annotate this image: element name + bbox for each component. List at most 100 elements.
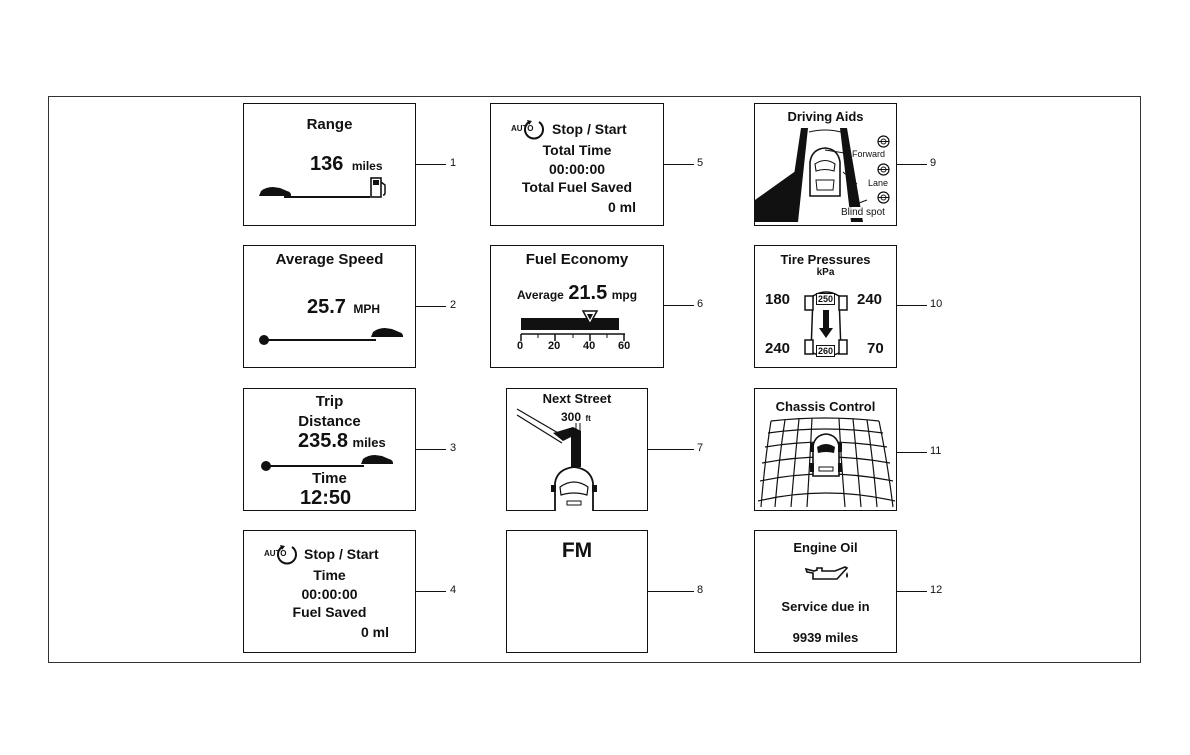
gauge-pointer bbox=[581, 310, 599, 326]
range-unit: miles bbox=[351, 159, 383, 173]
panel-chassis-control: Chassis Control bbox=[754, 388, 897, 511]
panel-title: FM bbox=[561, 539, 593, 562]
stop-start-fuel-label: Fuel Saved bbox=[292, 604, 367, 620]
auto-stop-start-icon: AUTO bbox=[264, 545, 297, 565]
scale-label: 20 bbox=[548, 340, 561, 352]
panel-fm: FM bbox=[506, 530, 648, 653]
panel-title: Fuel Economy bbox=[525, 251, 629, 268]
panel-title: Tire Pressures bbox=[780, 252, 871, 267]
fuel-economy-prefix: Average bbox=[516, 288, 564, 302]
panel-title: Average Speed bbox=[275, 251, 384, 268]
tire-pressure-unit: kPa bbox=[816, 267, 835, 278]
tire-front-left: 180 bbox=[765, 291, 791, 308]
panel-title: Stop / Start bbox=[304, 546, 379, 562]
trip-distance-label: Distance bbox=[298, 413, 361, 430]
fuel-economy-gauge bbox=[521, 318, 619, 330]
aid-label-forward: Forward bbox=[852, 149, 886, 159]
callout-number: 4 bbox=[450, 584, 457, 596]
trip-time-value: 12:50 bbox=[300, 487, 352, 509]
scale-label: 40 bbox=[583, 340, 596, 352]
callout-number: 6 bbox=[697, 298, 704, 310]
aid-label-blind-spot: Blind spot bbox=[841, 207, 885, 218]
panel-title: Trip bbox=[315, 393, 344, 410]
car-icon bbox=[371, 328, 403, 337]
car-top-view-icon bbox=[804, 291, 848, 357]
panel-average-speed: Average Speed 25.7 MPH bbox=[243, 245, 416, 368]
tire-rear-right: 70 bbox=[867, 340, 884, 357]
scale-label: 0 bbox=[517, 340, 524, 352]
callout-leaders bbox=[824, 149, 868, 207]
distance-unit: ft bbox=[585, 414, 591, 423]
auto-stop-start-icon: AUTO bbox=[511, 120, 544, 140]
car-icon bbox=[810, 433, 842, 477]
callout-number: 12 bbox=[930, 584, 943, 596]
panel-driving-aids: Driving Aids Forward Lane Blind spot bbox=[754, 103, 897, 226]
callout-number: 3 bbox=[450, 442, 457, 454]
trip-distance-value: 235.8 bbox=[298, 430, 349, 452]
panel-title: Stop / Start bbox=[552, 121, 627, 137]
total-fuel-value: 0 ml bbox=[607, 199, 636, 215]
car-icon bbox=[809, 147, 841, 197]
stop-start-time-value: 00:00:00 bbox=[301, 586, 358, 602]
total-time-value: 00:00:00 bbox=[548, 161, 606, 177]
oil-service-value: 9939 miles bbox=[792, 630, 859, 645]
tire-rear-left: 240 bbox=[765, 340, 791, 357]
steering-icon bbox=[877, 163, 890, 176]
callout-number: 1 bbox=[450, 157, 457, 169]
steering-icon bbox=[877, 135, 890, 148]
tire-front-right: 240 bbox=[857, 291, 883, 308]
panel-title: Next Street bbox=[542, 391, 612, 406]
trip-distance-unit: miles bbox=[352, 435, 386, 450]
car-icon bbox=[361, 455, 393, 464]
scale-label: 60 bbox=[618, 340, 631, 352]
steering-icon bbox=[877, 191, 890, 204]
callout-number: 5 bbox=[697, 157, 704, 169]
car-icon bbox=[551, 466, 597, 511]
gauge-scale bbox=[520, 333, 625, 341]
panel-stop-start: AUTO Stop / Start Time 00:00:00 Fuel Sav… bbox=[243, 530, 416, 653]
car-icon bbox=[259, 187, 291, 196]
callout-number: 11 bbox=[930, 445, 942, 457]
diagram-frame bbox=[48, 96, 1141, 663]
panel-title: Engine Oil bbox=[793, 540, 858, 555]
aid-label-lane: Lane bbox=[868, 178, 889, 188]
chassis-grid bbox=[757, 417, 896, 508]
callout-number: 10 bbox=[930, 298, 943, 310]
navigation-arrow bbox=[516, 408, 581, 467]
trip-time-label: Time bbox=[312, 470, 347, 487]
panel-trip: Trip Distance 235.8 miles Time 12:50 bbox=[243, 388, 416, 511]
callout-number: 7 bbox=[697, 442, 704, 454]
auto-badge: AUTO bbox=[264, 549, 287, 558]
stop-start-time-label: Time bbox=[313, 567, 346, 583]
auto-badge: AUTO bbox=[511, 124, 534, 133]
callout-number: 2 bbox=[450, 299, 457, 311]
fuel-economy-unit: mpg bbox=[611, 288, 638, 302]
oil-can-icon bbox=[804, 566, 849, 580]
road-lanes bbox=[755, 128, 863, 222]
total-fuel-label: Total Fuel Saved bbox=[521, 179, 633, 195]
callout-number: 9 bbox=[930, 157, 937, 169]
panel-title: Chassis Control bbox=[775, 399, 876, 414]
fuel-economy-value: 21.5 bbox=[568, 282, 608, 304]
speed-unit: MPH bbox=[353, 302, 381, 316]
panel-title: Driving Aids bbox=[787, 109, 864, 124]
fuel-pump-icon bbox=[370, 177, 386, 198]
panel-stop-start-totals: AUTO Stop / Start Total Time 00:00:00 To… bbox=[490, 103, 664, 226]
panel-next-street: Next Street 300 ft bbox=[506, 388, 648, 511]
total-time-label: Total Time bbox=[542, 142, 612, 158]
range-value: 136 bbox=[310, 153, 344, 175]
panel-fuel-economy: Fuel Economy Average 21.5 mpg 0 20 40 60 bbox=[490, 245, 664, 368]
range-bar bbox=[284, 196, 370, 198]
tire-front-spare: 250 bbox=[816, 293, 836, 305]
callout-number: 8 bbox=[697, 584, 704, 596]
panel-engine-oil: Engine Oil Service due in 9939 miles bbox=[754, 530, 897, 653]
stop-start-fuel-value: 0 ml bbox=[360, 624, 389, 640]
oil-service-label: Service due in bbox=[781, 599, 870, 614]
distance-value: 300 bbox=[561, 410, 582, 424]
panel-title: Range bbox=[306, 116, 353, 133]
trip-bar bbox=[266, 465, 364, 467]
speed-value: 25.7 bbox=[307, 296, 346, 318]
tire-rear-spare: 260 bbox=[816, 345, 836, 357]
speed-bar bbox=[264, 339, 376, 341]
panel-tire-pressures: Tire Pressures kPa 180 240 240 70 250 26… bbox=[754, 245, 897, 368]
